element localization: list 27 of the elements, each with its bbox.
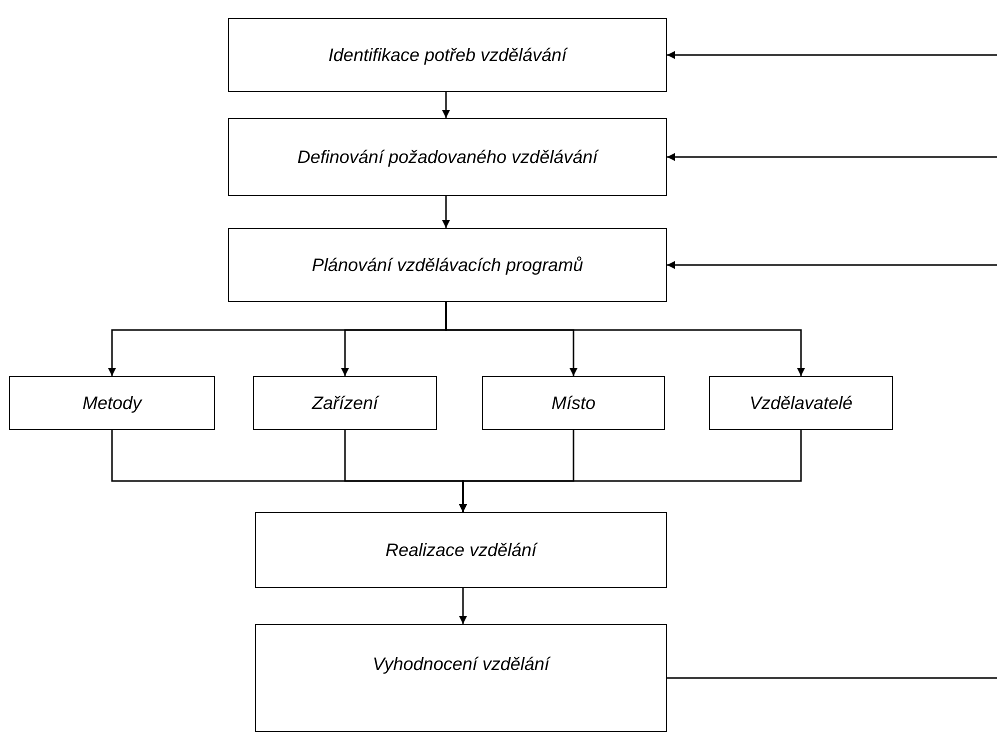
arrow [459, 430, 802, 512]
box-label: Zařízení [312, 392, 378, 415]
box-label: Metody [82, 392, 142, 415]
process-box [482, 376, 665, 430]
box-label: Identifikace potřeb vzdělávání [328, 44, 567, 67]
process-box [228, 18, 667, 92]
arrow [667, 51, 997, 59]
box-label: Vyhodnocení vzdělání [372, 653, 550, 676]
arrow [459, 588, 467, 624]
arrow [442, 196, 450, 228]
box-label: Plánování vzdělávacích programů [312, 254, 584, 277]
box-label: Realizace vzdělání [385, 539, 537, 562]
process-box [253, 376, 437, 430]
box-label: Vzdělavatelé [749, 392, 853, 415]
process-box [228, 118, 667, 196]
arrow [667, 153, 997, 161]
process-box [709, 376, 893, 430]
connector-line [667, 677, 997, 679]
box-label: Definování požadovaného vzdělávání [297, 146, 598, 169]
process-box [255, 624, 667, 732]
arrow [445, 302, 805, 376]
arrow [442, 92, 450, 118]
process-box [228, 228, 667, 302]
process-box [9, 376, 215, 430]
box-label: Místo [551, 392, 596, 415]
arrow [667, 261, 997, 269]
process-box [255, 512, 667, 588]
